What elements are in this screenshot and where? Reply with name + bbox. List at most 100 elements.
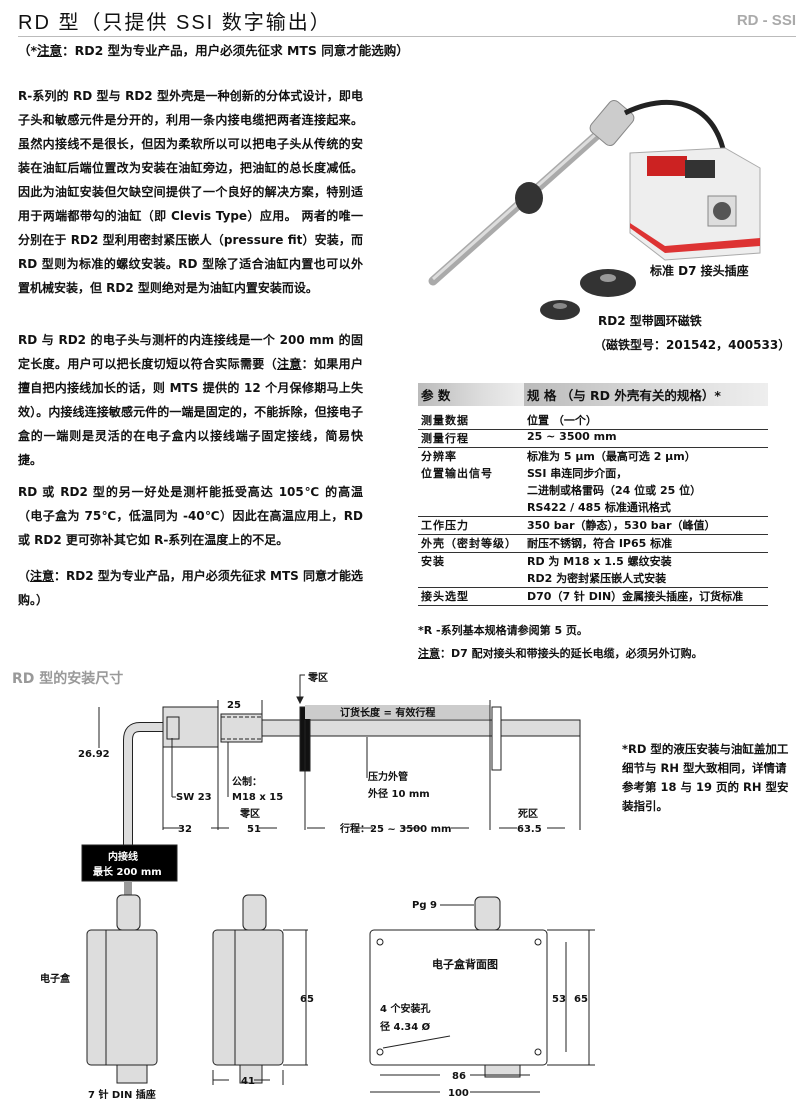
value-cell: 位置 （一个） [524,412,768,430]
cable-note-label: 注意 [276,357,302,371]
section-title: RD 型的安装尺寸 [12,671,124,687]
rd2-note-paragraph: （注意：RD2 型为专业产品，用户必须先征求 MTS 同意才能选购。） [18,564,363,612]
electronics-box-side [212,929,284,1066]
dim-53: 53 [552,994,566,1005]
param-cell: 测量数据 [418,412,524,430]
order-length-bar [305,705,490,719]
table-footnote: *R -系列基本规格请参阅第 5 页。 [418,624,588,637]
dead-zone-marker [491,706,502,771]
note-text: ：RD2 型为专业产品，用户必须先征求 MTS 同意才能选购） [62,43,409,58]
cable-label-1: 内接线 [108,850,138,863]
dim-32: 32 [178,824,192,835]
note-open: （* [18,43,38,58]
value-cell: RS422 / 485 标准通讯格式 [524,499,768,517]
value-cell: 耐压不锈钢，符合 IP65 标准 [524,534,768,553]
dim-41: 41 [241,1076,255,1087]
din-label: 7 针 DIN 插座 [88,1088,156,1100]
value-cell: SSI 串连同步介面， [527,467,628,480]
thread [220,713,263,743]
side-note: *RD 型的液压安装与油缸盖加工细节与 RH 型大致相同，详情请参考第 18 与… [622,742,789,813]
table-note-text: ：D7 配对接头和带接头的延长电缆，必须另外订购。 [440,647,703,660]
product-photo [428,99,761,320]
cable [123,722,163,845]
cable-text-b: ：如果用户擅自把内接线加长的话，则 MTS 提供的 12 个月保修期马上失效）。… [18,357,363,467]
param-cell: 位置输出信号 [421,467,493,480]
rd2-note-text: ：RD2 型为专业产品，用户必须先征求 MTS 同意才能选购。） [18,569,363,607]
magnet-rings-image [540,269,636,320]
connector-caption: 标准 D7 接头插座 [650,264,749,278]
temperature-paragraph: RD 或 RD2 型的另一好处是测杆能抵受高达 105℃ 的高温（电子盒为 75… [18,485,363,547]
value-cell: 350 bar（静态），530 bar（峰值） [524,516,768,535]
table-note: 注意：D7 配对接头和带接头的延长电缆，必须另外订购。 [418,645,703,661]
rd2-note-label: 注意 [30,569,55,583]
param-cell: 分辨率 [421,450,457,463]
order-length-label: 订货长度 = 有效行程 [340,706,435,719]
dim-65-side: 65 [300,994,314,1005]
table-row: RD2 为密封紧压嵌人式安装 [418,570,768,588]
param-cell: 安装 [421,555,445,568]
value-cell: RD2 为密封紧压嵌人式安装 [524,570,768,588]
product-code: RD - SSI [736,12,796,29]
header-spec: 规 格 （与 RD 外壳有关的规格）* [524,383,768,406]
value-cell: 二进制或格雷码（24 位或 25 位） [527,484,702,497]
param-cell: 接头选型 [418,587,524,606]
dim-86: 86 [452,1071,466,1082]
spec-header-row: 参 数规 格 （与 RD 外壳有关的规格）* [418,383,768,406]
tube-od: 外径 10 mm [367,787,430,800]
value-cell: D70（7 针 DIN）金属接头插座，订货标准 [524,587,768,606]
cable-text-a: RD 与 RD2 的电子头与测杆的内连接线是一个 200 mm 的固定长度。用户… [18,333,363,371]
stroke-label: 行程：25 ~ 3500 mm [339,822,451,835]
header-note: （*注意：RD2 型为专业产品，用户必须先征求 MTS 同意才能选购） [18,40,409,59]
metric-value: M18 x 15 [232,792,283,803]
table-row: RS422 / 485 标准通讯格式 [418,499,768,517]
param-cell: 工作压力 [418,516,524,535]
p4-open: （ [18,569,31,583]
table-row: 分辨率 标准为 5 μm（最高可选 2 μm） [418,448,768,466]
dim-25: 25 [227,700,241,711]
intro-paragraph: R-系列的 RD 型与 RD2 型外壳是一种创新的分体式设计，即电子头和敏感元件… [18,89,363,295]
table-row: 测量数据位置 （一个） [418,412,768,430]
holes-label-1: 4 个安装孔 [380,1002,430,1015]
sw-label: SW 23 [176,792,212,803]
table-row: 二进制或格雷码（24 位或 25 位） [418,482,768,499]
magnet-models: （磁铁型号：201542，400533） [594,338,791,352]
metric-label: 公制： [232,775,262,788]
dim-26-92: 26.92 [78,749,110,760]
value-cell: 25 ~ 3500 mm [524,429,768,448]
cable-image [623,100,728,159]
cable-paragraph: RD 与 RD2 的电子头与测杆的内连接线是一个 200 mm 的固定长度。用户… [18,328,363,472]
electronics-box-image [629,147,761,261]
table-row: 外壳（密封等级）耐压不锈钢，符合 IP65 标准 [418,534,768,553]
dim-51: 51 [247,824,261,835]
null-zone-top-label: 零区 [307,671,328,684]
ebox-label: 电子盒 [40,972,71,985]
dimension-drawing: 25 零区 订货长度 = 有效行程 26.92 SW 23 公制： M18 x … [40,671,595,1100]
din-connector [116,1064,148,1084]
holes-label-2: 径 4.34 Ø [380,1020,431,1033]
page-title: RD 型（只提供 SSI 数字输出） [18,12,332,34]
header-param: 参 数 [418,383,524,406]
cable-label-box [81,844,178,882]
cable-gland [116,894,141,931]
note-label: 注意 [37,43,63,58]
electronics-box-back [369,929,548,1066]
value-cell: 标准为 5 μm（最高可选 2 μm） [527,450,696,463]
table-row: 安装 RD 为 M18 x 1.5 螺纹安装 [418,553,768,571]
tube-label: 压力外管 [368,770,408,783]
dead-zone-label: 死区 [518,808,538,820]
dim-100: 100 [448,1088,469,1099]
null-zone-label: 零区 [239,807,260,820]
header-divider [18,36,796,37]
value-cell: RD 为 M18 x 1.5 螺纹安装 [527,555,672,568]
table-row: 位置输出信号 SSI 串连同步介面， [418,465,768,482]
cable-label-2: 最长 200 mm [93,865,162,878]
sensor-rod-image [428,99,635,286]
pg9-label: Pg 9 [412,900,437,911]
param-cell: 外壳（密封等级） [418,534,524,553]
magnet-caption: RD2 型带圆环磁铁 [598,314,702,328]
null-zone-arrow [299,674,305,702]
